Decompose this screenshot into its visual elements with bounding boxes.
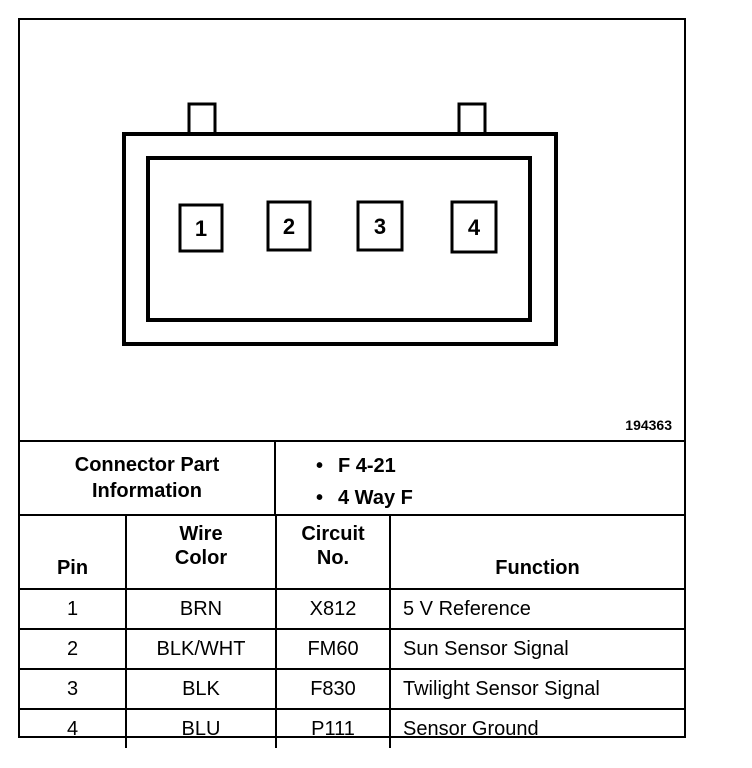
connector-info-row: Connector Part Information •F 4-21 •4 Wa… [20, 442, 684, 516]
header-pin: Pin [20, 516, 127, 590]
connector-diagram: 1 2 3 4 [122, 102, 558, 346]
pin-label: 3 [374, 214, 386, 239]
pin-cavity-2 [266, 200, 312, 252]
connector-info-list: •F 4-21 •4 Way F [316, 450, 413, 514]
connector-info-item: •4 Way F [316, 482, 413, 514]
header-circuit: Circuit No. [275, 516, 391, 590]
cell-wire-color: BLK [125, 668, 277, 710]
pin-table: Pin Wire Color Circuit No. Function 1 BR… [20, 516, 684, 748]
cell-pin: 4 [20, 708, 127, 748]
bullet-icon: • [316, 455, 324, 477]
cell-circuit: F830 [275, 668, 391, 710]
pin-cavity-4 [450, 200, 498, 254]
cell-circuit: X812 [275, 588, 391, 630]
connector-info-label-line1: Connector Part [74, 454, 220, 476]
cell-circuit: P111 [275, 708, 391, 748]
connector-info-item: •F 4-21 [316, 450, 413, 482]
cell-wire-color: BLU [125, 708, 277, 748]
table-row: 2 BLK/WHT FM60 Sun Sensor Signal [20, 628, 684, 670]
cell-circuit: FM60 [275, 628, 391, 670]
divider [20, 440, 684, 442]
cell-pin: 2 [20, 628, 127, 670]
pin-cavity-1 [178, 203, 224, 253]
table-row: 3 BLK F830 Twilight Sensor Signal [20, 668, 684, 710]
cell-pin: 1 [20, 588, 127, 630]
bullet-icon: • [316, 487, 324, 509]
pin-table-header: Pin Wire Color Circuit No. Function [20, 516, 684, 590]
connector-info-label-line2: Information [92, 480, 202, 502]
pin-label: 1 [195, 216, 207, 241]
cell-function: Twilight Sensor Signal [389, 668, 684, 710]
pin-label: 4 [468, 215, 481, 240]
header-wire-color: Wire Color [125, 516, 277, 590]
figure-id: 194363 [625, 417, 672, 433]
header-function: Function [389, 516, 684, 590]
cell-pin: 3 [20, 668, 127, 710]
pin-label: 2 [283, 214, 295, 239]
pin-cavity-3 [356, 200, 404, 252]
cell-function: Sensor Ground [389, 708, 684, 748]
connector-tab-right [457, 102, 487, 138]
cell-wire-color: BRN [125, 588, 277, 630]
cell-function: 5 V Reference [389, 588, 684, 630]
cell-function: Sun Sensor Signal [389, 628, 684, 670]
connector-info-label: Connector Part Information [20, 442, 276, 514]
connector-tab-left [187, 102, 217, 138]
cell-wire-color: BLK/WHT [125, 628, 277, 670]
connector-sheet: 1 2 3 4 194363 Connector Part Informatio… [18, 18, 686, 748]
table-row: 1 BRN X812 5 V Reference [20, 588, 684, 630]
table-row: 4 BLU P111 Sensor Ground [20, 708, 684, 748]
